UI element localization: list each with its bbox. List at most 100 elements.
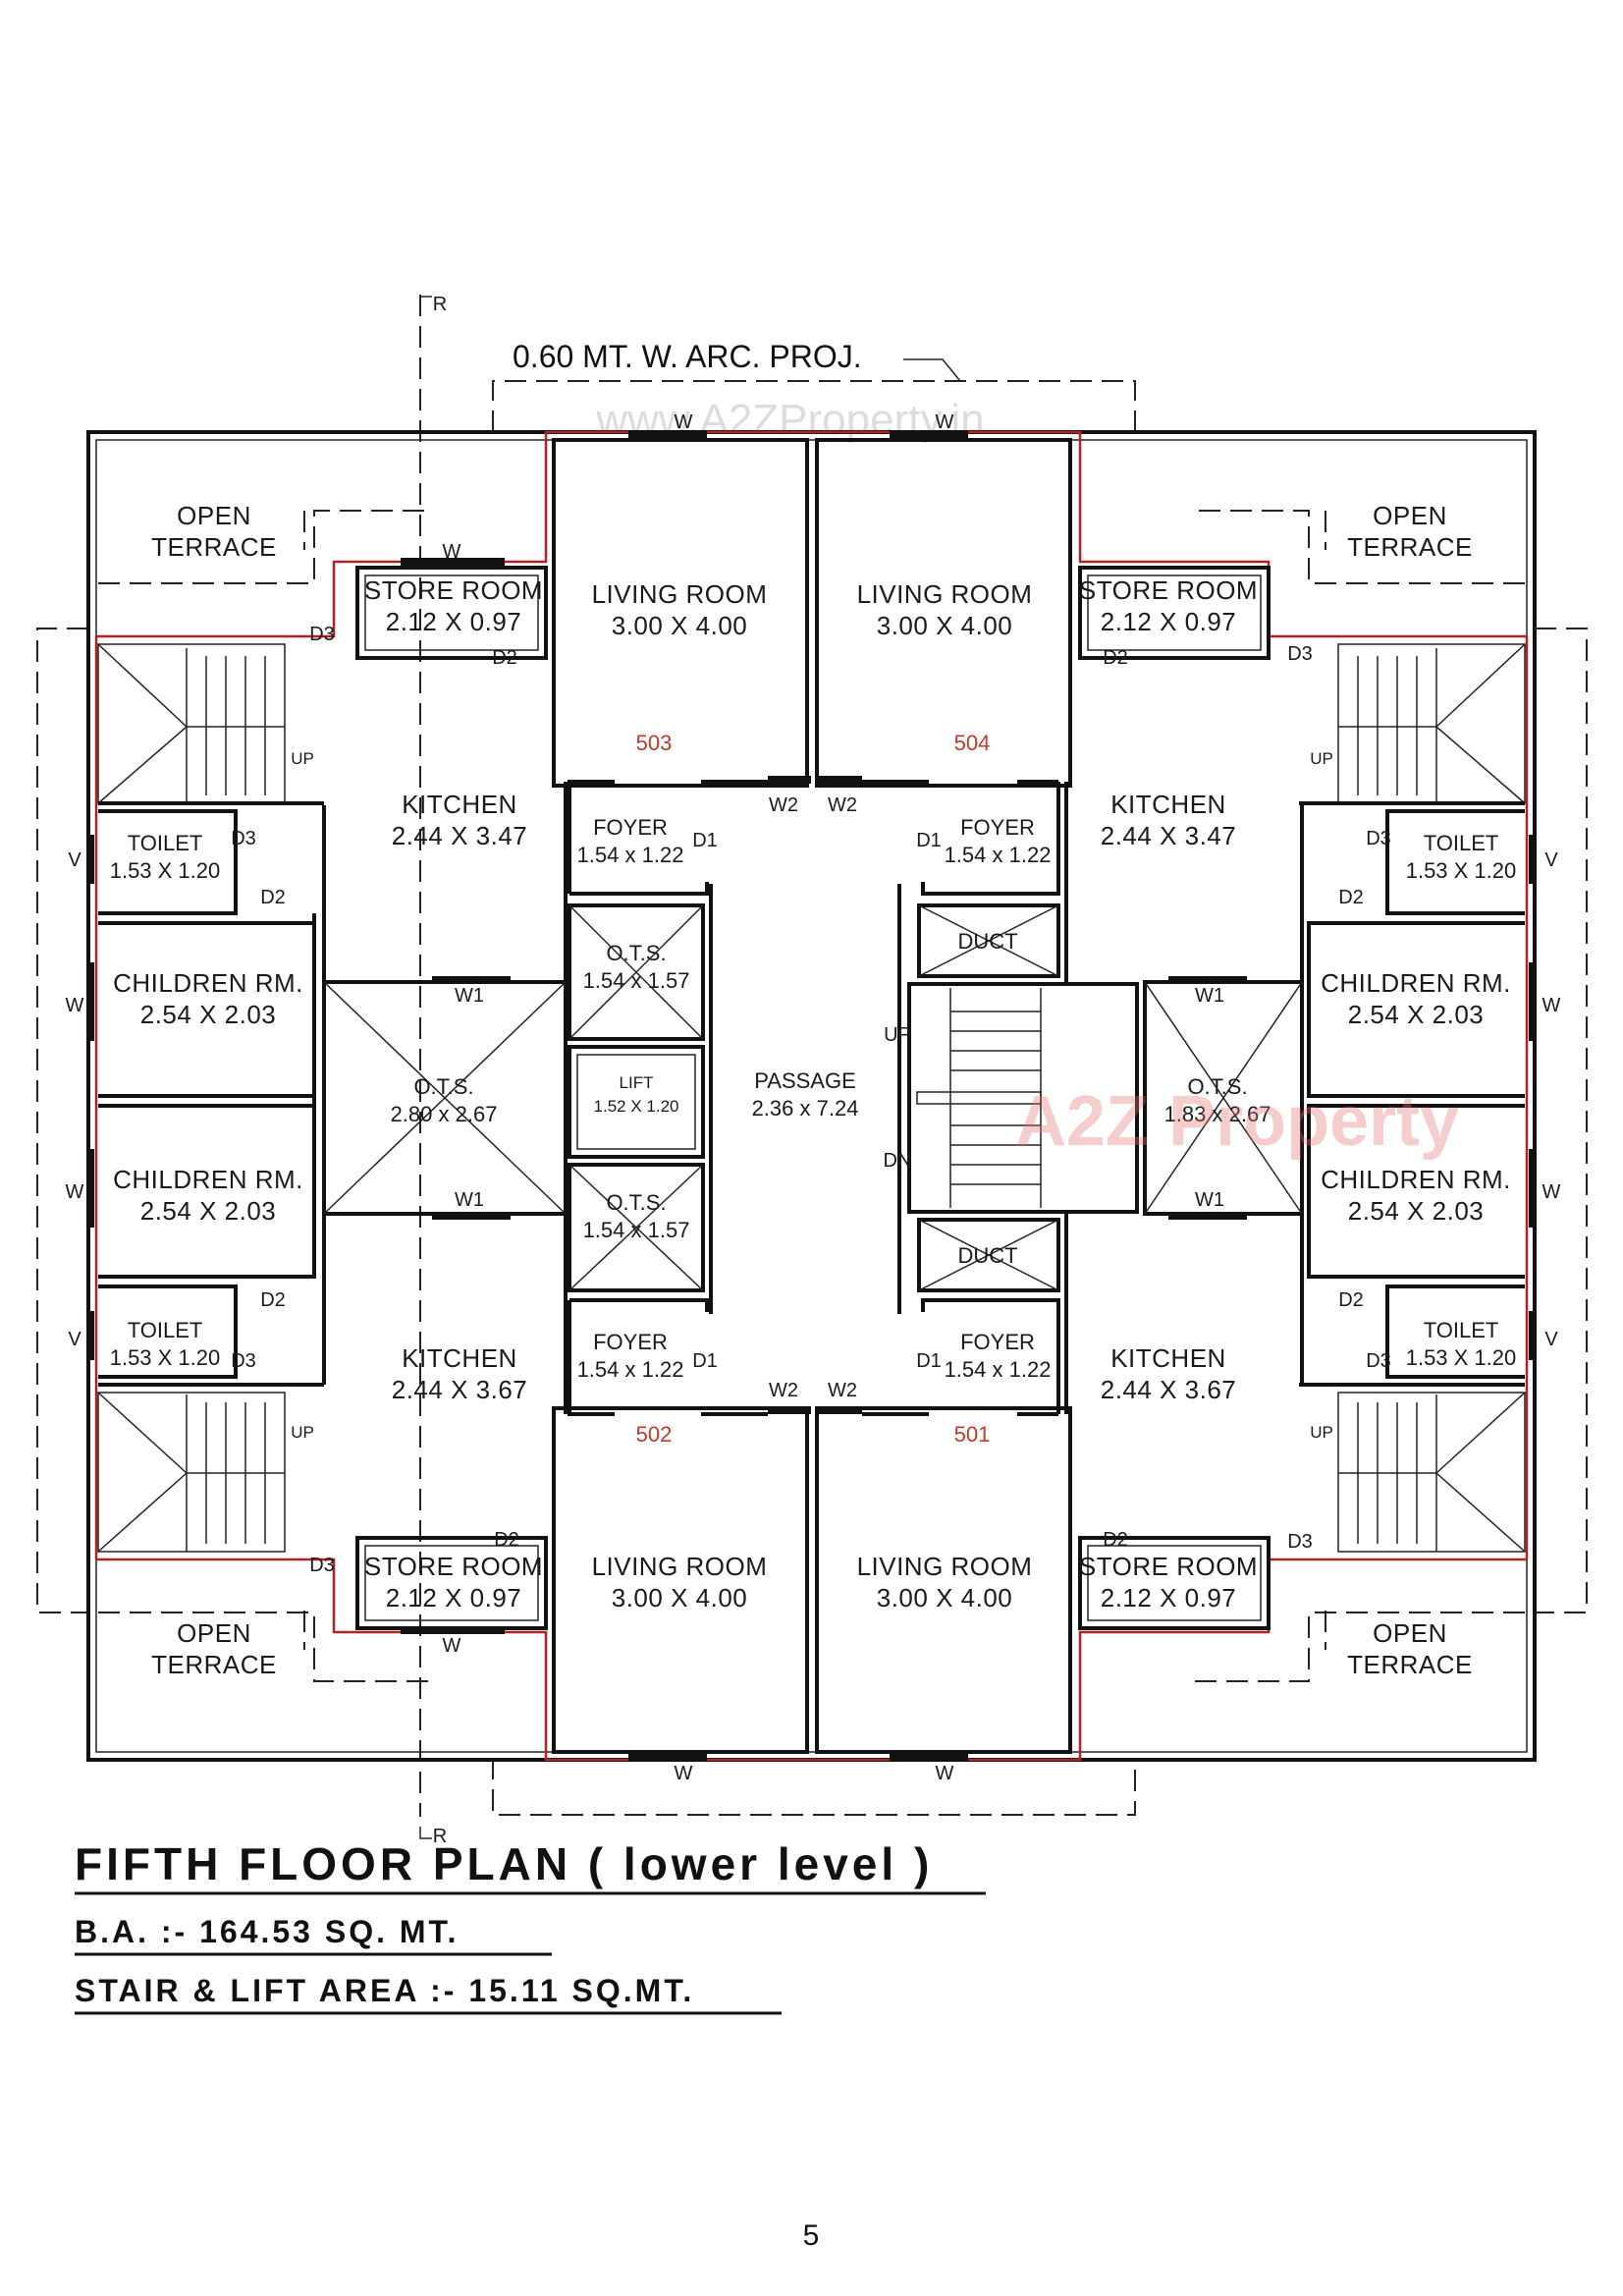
kitchen-label: KITCHEN: [402, 1343, 517, 1373]
open-terrace-label: TERRACE: [1347, 1650, 1473, 1679]
toilet-size: 1.53 X 1.20: [1406, 1345, 1517, 1370]
terrace-outlines: [98, 510, 1525, 1682]
toilet-size: 1.53 X 1.20: [110, 1345, 221, 1370]
stair-up-tag: UP: [884, 1024, 911, 1046]
store-room-size: 2.12 X 0.97: [386, 607, 522, 636]
duct-label: DUCT: [957, 929, 1017, 954]
door-tag: D3: [1366, 828, 1391, 849]
ots-label: O.T.S.: [1187, 1074, 1247, 1099]
living-room-size: 3.00 X 4.00: [877, 611, 1013, 640]
stair-up-tag: UP: [1310, 749, 1333, 768]
plan-title: FIFTH FLOOR PLAN ( lower level ): [75, 1838, 933, 1889]
kitchen-size: 2.44 X 3.47: [392, 821, 528, 850]
ots-size: 1.83 x 2.67: [1164, 1102, 1271, 1126]
window-tag: W2: [769, 1380, 798, 1401]
foyer-label: FOYER: [960, 815, 1035, 840]
ots-label: O.T.S.: [606, 1190, 666, 1215]
children-room-size: 2.54 X 2.03: [140, 1000, 277, 1029]
kitchen-label: KITCHEN: [1110, 1343, 1226, 1373]
ots-label: O.T.S.: [606, 941, 666, 965]
open-terrace-label: OPEN: [177, 501, 251, 530]
flat-numbers: 503 504 502 501: [636, 731, 991, 1447]
door-tag: D3: [1287, 643, 1313, 665]
living-room-label: LIVING ROOM: [592, 579, 768, 609]
children-room-size: 2.54 X 2.03: [1348, 1196, 1485, 1226]
toilet-label: TOILET: [1424, 1318, 1499, 1342]
living-room-size: 3.00 X 4.00: [612, 611, 748, 640]
store-room-size: 2.12 X 0.97: [386, 1583, 522, 1613]
kitchen-size: 2.44 X 3.47: [1101, 821, 1237, 850]
door-tag: D3: [231, 1350, 256, 1372]
core-left: [568, 884, 713, 1314]
door-tag: D3: [231, 828, 256, 849]
children-room-label: CHILDREN RM.: [1321, 968, 1511, 998]
ots-size: 1.54 x 1.57: [583, 968, 690, 993]
kitchen-size: 2.44 X 3.67: [392, 1375, 528, 1404]
ots-right: [1143, 976, 1304, 1220]
window-tag: W1: [1195, 1189, 1224, 1211]
window-tag: W: [675, 1763, 693, 1784]
door-tag: D3: [309, 624, 335, 645]
section-marker-bottom: R: [433, 1826, 447, 1847]
kitchen-walls: [322, 782, 1304, 1414]
watermark-logo: A2Z Property: [1015, 1082, 1459, 1161]
window-tag: W2: [828, 794, 857, 816]
vent-tag: V: [1544, 849, 1558, 871]
stair-down-tag: DN: [884, 1150, 912, 1172]
door-tag: D3: [309, 1555, 335, 1576]
children-room-label: CHILDREN RM.: [113, 1165, 303, 1194]
stair-up-tag: UP: [291, 1423, 314, 1442]
store-room-label: STORE ROOM: [364, 1552, 543, 1581]
door-tag: D2: [260, 887, 286, 908]
side-room-walls: [98, 809, 1525, 1379]
door-tag: D1: [916, 830, 942, 851]
door-tag: D2: [1103, 1529, 1128, 1551]
foyer-size: 1.54 x 1.22: [945, 1357, 1052, 1382]
window-tag: W: [66, 1181, 84, 1203]
window-tag: W: [675, 411, 693, 433]
built-area: B.A. :- 164.53 SQ. MT.: [75, 1914, 459, 1949]
duct-label: DUCT: [957, 1243, 1017, 1268]
open-terrace-label: TERRACE: [1347, 532, 1473, 562]
foyer-label: FOYER: [593, 815, 668, 840]
vent-tag: V: [68, 1329, 81, 1350]
window-tag: W: [1542, 995, 1561, 1016]
open-terrace-label: TERRACE: [151, 532, 277, 562]
window-tag: W2: [828, 1380, 857, 1401]
living-room-label: LIVING ROOM: [592, 1552, 768, 1581]
toilet-label: TOILET: [1424, 831, 1499, 855]
store-room-walls: [355, 566, 1271, 1630]
flat-number: 502: [636, 1422, 673, 1447]
room-labels: OPEN TERRACE OPEN TERRACE OPEN TERRACE O…: [110, 501, 1517, 1679]
core-right: [897, 884, 1139, 1314]
window-tag: W: [1542, 1181, 1561, 1203]
opening-tags: W W W W W W D3 D2 D2 D3 D3 D3 D2 D2 D1 D…: [66, 411, 1561, 1784]
toilet-size: 1.53 X 1.20: [1406, 858, 1517, 883]
open-terrace-label: OPEN: [1373, 1618, 1447, 1648]
foyer-walls: [568, 776, 1060, 1416]
store-room-label: STORE ROOM: [364, 575, 543, 605]
open-terrace-label: OPEN: [177, 1618, 251, 1648]
store-room-label: STORE ROOM: [1079, 575, 1258, 605]
vent-tag: V: [68, 849, 81, 871]
store-room-label: STORE ROOM: [1079, 1552, 1258, 1581]
projection-label: 0.60 MT. W. ARC. PROJ.: [513, 339, 862, 374]
ots-left: [322, 976, 568, 1220]
window-tag: W: [66, 995, 84, 1016]
kitchen-size: 2.44 X 3.67: [1101, 1375, 1237, 1404]
title-block: FIFTH FLOOR PLAN ( lower level ) B.A. :-…: [75, 1838, 986, 2015]
store-room-size: 2.12 X 0.97: [1101, 1583, 1237, 1613]
window-tag: W: [443, 1635, 461, 1657]
passage-size: 2.36 x 7.24: [752, 1096, 859, 1121]
window-tag: W2: [769, 794, 798, 816]
living-room-size: 3.00 X 4.00: [877, 1583, 1013, 1613]
ots-label: O.T.S.: [413, 1074, 473, 1099]
flat-number: 503: [636, 731, 673, 755]
toilet-size: 1.53 X 1.20: [110, 858, 221, 883]
window-tag: W: [936, 411, 954, 433]
living-room-walls: [552, 438, 1072, 1754]
window-tag: W1: [455, 985, 484, 1007]
children-room-size: 2.54 X 2.03: [140, 1196, 277, 1226]
flat-number: 501: [954, 1422, 991, 1447]
ots-size: 2.80 x 2.67: [391, 1102, 498, 1126]
